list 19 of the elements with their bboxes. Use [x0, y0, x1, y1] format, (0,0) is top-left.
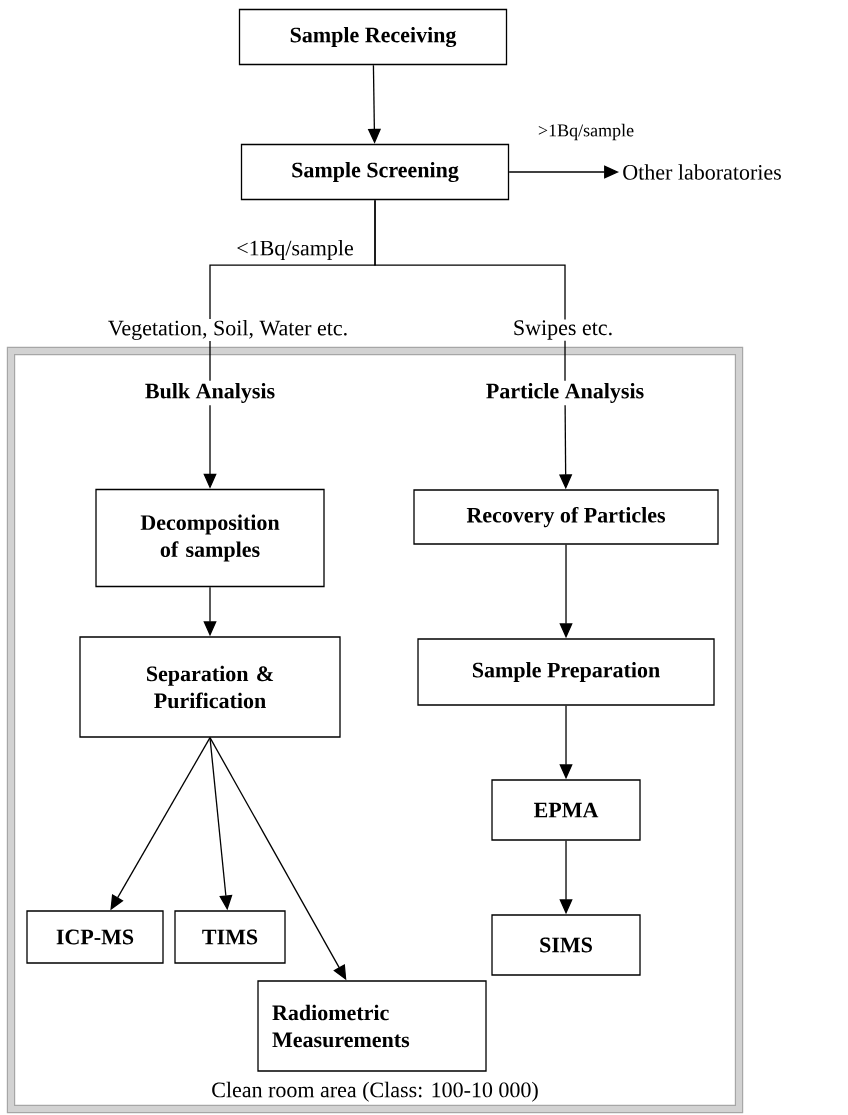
destination-text: Other laboratories: [623, 164, 781, 180]
threshold-label: <1Bq/sample: [237, 240, 353, 260]
branch-heading: Particle Analysis: [486, 383, 644, 403]
edge-label: Vegetation, Soil, Water etc.: [106, 319, 350, 341]
process-box: EPMA: [491, 779, 641, 841]
branch-heading: Bulk Analysis: [145, 383, 275, 403]
process-box: Decomposition of samples: [95, 488, 325, 588]
edge-label: Swipes etc.: [511, 319, 615, 341]
edge-label: >1Bq/sample: [538, 123, 634, 141]
instrument-box: SIMS: [491, 914, 641, 976]
process-box: Separation & Purification: [79, 636, 341, 738]
area-label: Clean room area (Class: 100-10 000): [212, 1081, 538, 1102]
instrument-box: TIMS: [174, 910, 286, 964]
instrument-box: Radiometric Measurements: [257, 980, 487, 1072]
process-box: Recovery of Particles: [413, 489, 719, 545]
process-box: Sample Screening: [240, 143, 510, 201]
instrument-box: ICP-MS: [26, 910, 164, 964]
process-box: Sample Receiving: [238, 8, 508, 66]
process-box: Sample Preparation: [417, 638, 715, 706]
